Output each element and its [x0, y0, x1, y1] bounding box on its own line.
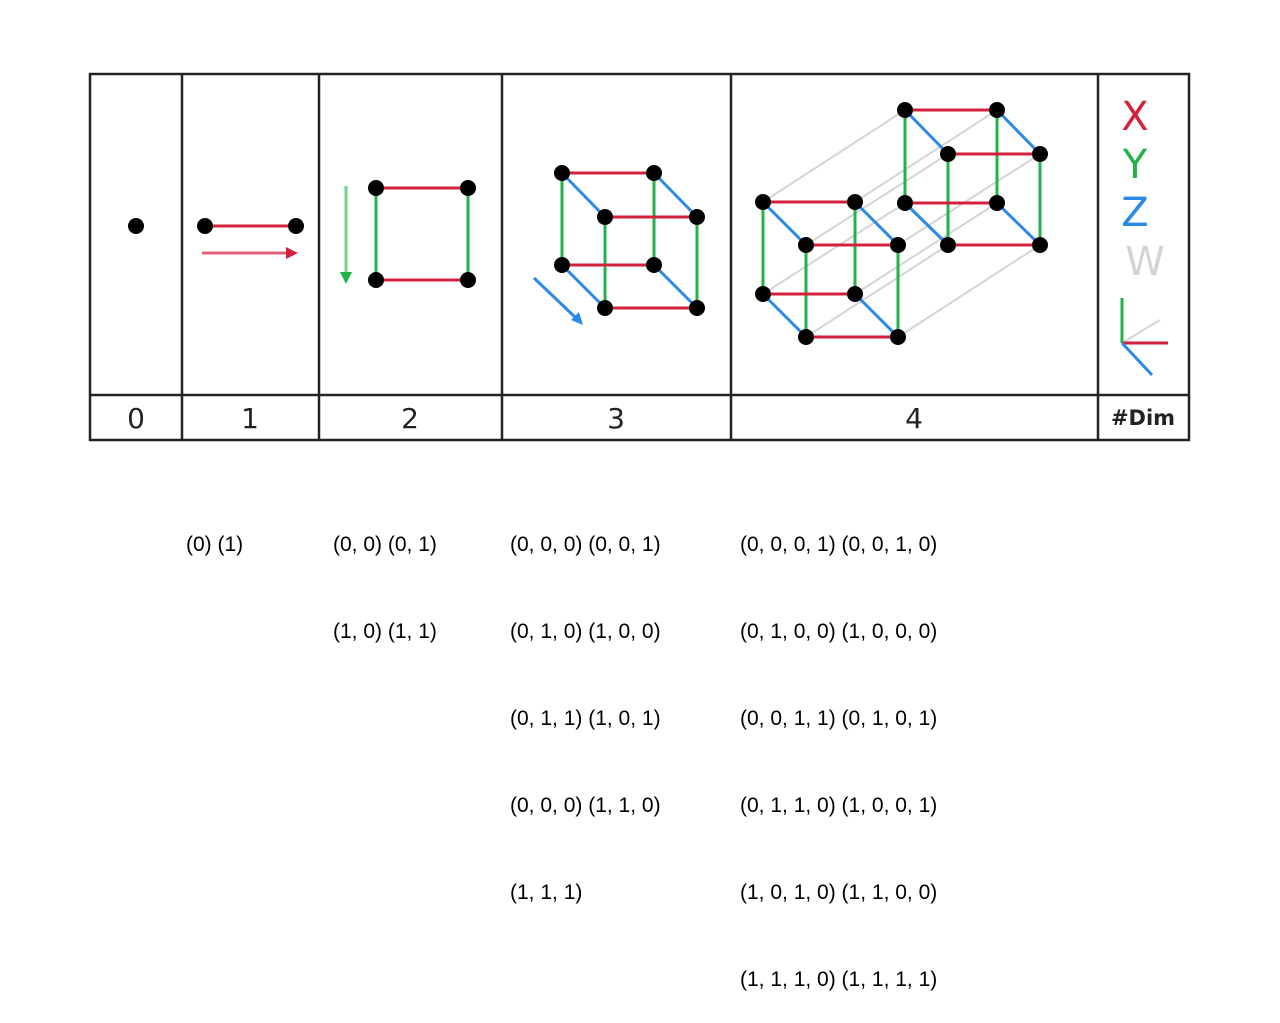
vertex: [646, 257, 662, 273]
vertex: [597, 300, 613, 316]
vertex: [368, 180, 384, 196]
axis-w-line: [1121, 319, 1161, 344]
w-edge: [805, 244, 949, 338]
w-edge: [854, 109, 998, 203]
vertex: [890, 329, 906, 345]
vertex: [554, 257, 570, 273]
vertex: [989, 102, 1005, 118]
dim4-coordinates: (0, 0, 0, 1) (0, 0, 1, 0) (0, 1, 0, 0) (…: [740, 472, 937, 1023]
vertex: [597, 209, 613, 225]
coordinate-line: (0, 0, 0) (0, 0, 1): [510, 533, 661, 556]
vertex: [847, 286, 863, 302]
z-edge: [853, 292, 900, 339]
w-edge: [762, 202, 906, 295]
z-edge: [903, 108, 950, 156]
vertex: [755, 286, 771, 302]
vertex: [989, 195, 1005, 211]
vertex: [897, 195, 913, 211]
vertex: [646, 165, 662, 181]
dim1-coordinates: (0) (1): [186, 472, 243, 588]
vertex: [689, 300, 705, 316]
axis-legend: X Y Z W: [1120, 94, 1168, 377]
coordinate-line: (0, 0, 0, 1) (0, 0, 1, 0): [740, 533, 938, 556]
axis-z-line: [1120, 341, 1154, 377]
w-edge: [805, 153, 949, 246]
dim2-square-figure: [340, 180, 476, 288]
axis-w-label: W: [1125, 239, 1165, 285]
vertex: [940, 146, 956, 162]
vertex: [460, 272, 476, 288]
z-edge: [853, 200, 900, 247]
hypercube-diagram: X Y Z W 0 1 2 3 4 #Dim: [88, 72, 1191, 442]
vertex: [890, 237, 906, 253]
vertex: [689, 209, 705, 225]
z-edge: [903, 201, 950, 247]
vertex: [755, 194, 771, 210]
z-direction-arrow: [532, 276, 578, 320]
front-cube: [755, 194, 906, 345]
coordinate-line: (1, 0, 1, 0) (1, 1, 0, 0): [740, 881, 938, 904]
z-edge: [761, 200, 808, 247]
coordinate-line: (0, 0) (0, 1): [333, 533, 437, 556]
vertex: [847, 194, 863, 210]
back-cube: [897, 102, 1048, 253]
vertex: [288, 218, 304, 234]
w-edges: [762, 109, 1041, 338]
vertex: [940, 237, 956, 253]
axis-x-label: X: [1121, 94, 1148, 140]
w-edge: [762, 109, 906, 203]
table-frame: [88, 72, 1191, 442]
axis-z-label: Z: [1121, 190, 1148, 236]
x-direction-arrowhead: [286, 247, 298, 259]
dimension-labels-row: 0 1 2 3 4 #Dim: [127, 402, 1175, 435]
coordinate-line: (1, 0) (1, 1): [333, 620, 437, 643]
coordinate-line: (0) (1): [186, 533, 244, 556]
axis-y-label: Y: [1122, 142, 1148, 188]
coordinate-line: (0, 1, 1) (1, 0, 1): [510, 707, 661, 730]
vertex: [897, 102, 913, 118]
dim-label-0: 0: [127, 402, 145, 435]
vertex: [197, 218, 213, 234]
z-edge: [995, 201, 1042, 247]
z-edge: [761, 292, 808, 339]
z-edge: [652, 171, 699, 219]
vertex: [1032, 237, 1048, 253]
coordinate-line: (0, 1, 0) (1, 0, 0): [510, 620, 661, 643]
dim3-cube-figure: [532, 165, 705, 325]
vertex: [798, 329, 814, 345]
dim1-segment-figure: [197, 218, 304, 259]
dim-label-3: 3: [607, 402, 625, 435]
z-direction-arrowhead: [571, 312, 583, 325]
coordinate-line: (0, 1, 0, 0) (1, 0, 0, 0): [740, 620, 938, 643]
dim-label-4: 4: [905, 402, 923, 435]
vertex: [798, 237, 814, 253]
z-edge: [560, 171, 607, 219]
vertex: [460, 180, 476, 196]
vertex: [368, 272, 384, 288]
coordinate-line: (1, 1, 1, 0) (1, 1, 1, 1): [740, 968, 938, 991]
vertex: [554, 165, 570, 181]
coordinate-line: (0, 1, 1, 0) (1, 0, 0, 1): [740, 794, 938, 817]
w-edge: [854, 202, 998, 295]
w-edge: [897, 244, 1041, 338]
coordinate-line: (0, 0, 1, 1) (0, 1, 0, 1): [740, 707, 938, 730]
z-edge: [995, 108, 1042, 156]
dim-label-2: 2: [401, 402, 419, 435]
dim-label-1: 1: [241, 402, 259, 435]
w-edge: [897, 153, 1041, 246]
z-edge: [652, 263, 699, 310]
dim3-coordinates: (0, 0, 0) (0, 0, 1) (0, 1, 0) (1, 0, 0) …: [510, 472, 661, 936]
dim2-coordinates: (0, 0) (0, 1) (1, 0) (1, 1): [333, 472, 437, 675]
vertex: [1032, 146, 1048, 162]
dim4-tesseract-figure: [755, 102, 1048, 345]
axes-icon: [1120, 298, 1168, 377]
y-direction-arrowhead: [340, 272, 352, 284]
z-edge: [560, 263, 607, 310]
dim0-point-figure: [128, 218, 144, 234]
vertex: [128, 218, 144, 234]
coordinate-line: (0, 0, 0) (1, 1, 0): [510, 794, 661, 817]
dim-header-label: #Dim: [1111, 406, 1175, 430]
coordinate-line: (1, 1, 1): [510, 881, 583, 904]
